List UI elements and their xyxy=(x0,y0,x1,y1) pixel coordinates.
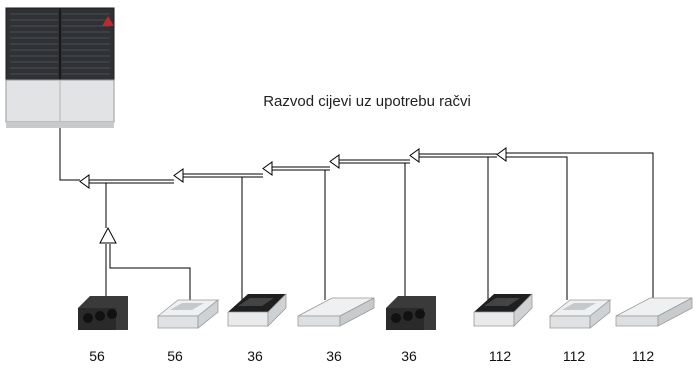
outdoor-unit-icon xyxy=(5,7,115,128)
branch-joint-icon xyxy=(329,154,340,169)
capacity-label: 56 xyxy=(167,348,183,364)
indoor-unit-cassette-icon xyxy=(548,299,612,329)
branch-joint-icon xyxy=(262,161,273,176)
capacity-label: 112 xyxy=(488,348,512,364)
capacity-label: 112 xyxy=(631,348,655,364)
branch-joint-icon xyxy=(496,147,507,162)
indoor-unit-cassette-icon xyxy=(473,293,533,327)
capacity-label: 56 xyxy=(89,348,105,364)
refrigerant-piping xyxy=(59,128,654,300)
diagram-caption: Razvod cijevi uz upotrebu račvi xyxy=(263,93,471,110)
indoor-unit-cassette-icon xyxy=(227,293,287,327)
capacity-label: 36 xyxy=(401,348,417,364)
branch-joint-icon xyxy=(79,174,90,189)
indoor-unit-ducted-icon xyxy=(386,296,436,330)
capacity-label: 36 xyxy=(326,348,342,364)
indoor-unit-cassette-icon xyxy=(156,299,220,329)
indoor-unit-ceiling-icon xyxy=(297,297,375,327)
branch-joint-icon xyxy=(409,148,420,163)
branch-joints xyxy=(79,147,507,244)
indoor-unit-ceiling-icon xyxy=(615,297,693,327)
branch-joint-icon xyxy=(99,226,117,244)
branch-joint-icon xyxy=(173,168,184,183)
capacity-label: 36 xyxy=(247,348,263,364)
capacity-label: 112 xyxy=(562,348,586,364)
indoor-unit-ducted-icon xyxy=(78,296,128,330)
